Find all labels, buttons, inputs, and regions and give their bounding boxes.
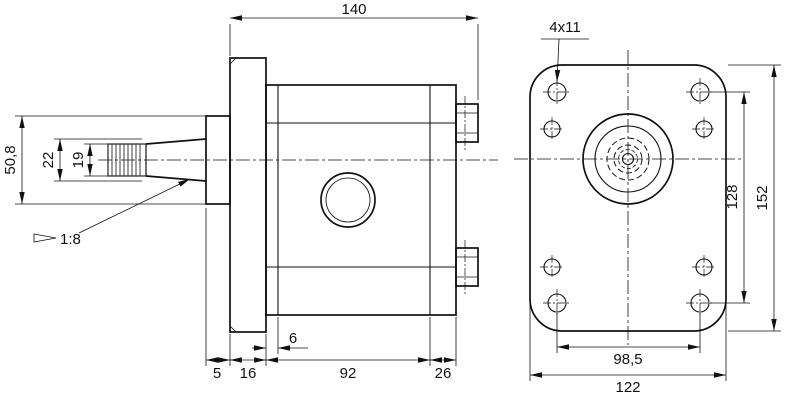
dim-shaft-minor: 19: [70, 152, 87, 169]
dim-flange-width: 122: [615, 379, 640, 396]
side-port-boss: [320, 172, 376, 228]
dim-overall-length: 140: [341, 1, 366, 18]
spline-hatching: [111, 144, 141, 176]
pump-body: [265, 84, 457, 316]
dim-shaft-major: 22: [40, 152, 57, 169]
corner-mount-holes: [543, 78, 714, 317]
front-view: [514, 50, 742, 345]
dim-rear-length: 26: [435, 365, 452, 382]
side-port-bore: [325, 177, 371, 223]
dim-flange-height: 152: [754, 185, 771, 210]
side-assembly-holes: [540, 117, 716, 279]
dim-pilot-protrusion: 5: [213, 365, 221, 382]
side-view-dimensions: 140 50,8 22 19 1:8 5 16 92: [2, 1, 479, 382]
bottom-port-hex: [455, 240, 479, 294]
dim-hole-pitch-horizontal: 98,5: [613, 351, 642, 368]
dim-hole-pitch-vertical: 128: [724, 184, 741, 209]
dim-taper: 1:8: [60, 231, 81, 248]
dim-front-plate: 6: [289, 330, 297, 347]
dim-flange-thickness: 16: [240, 365, 257, 382]
shaft-taper: [145, 138, 207, 182]
dim-body-length: 92: [340, 365, 357, 382]
spline-circle: [618, 149, 638, 169]
holes-note: 4x11: [541, 19, 589, 83]
dim-mount-holes: 4x11: [549, 19, 580, 36]
central-bore: [582, 113, 674, 205]
mounting-flange: [229, 57, 267, 333]
top-port-hex: [455, 96, 479, 150]
front-view-dimensions: 4x11 128 152 98,5 122: [529, 19, 781, 396]
taper-note: 1:8: [33, 178, 191, 248]
side-view: [98, 57, 498, 333]
dim-pilot-diameter: 50,8: [2, 145, 19, 174]
